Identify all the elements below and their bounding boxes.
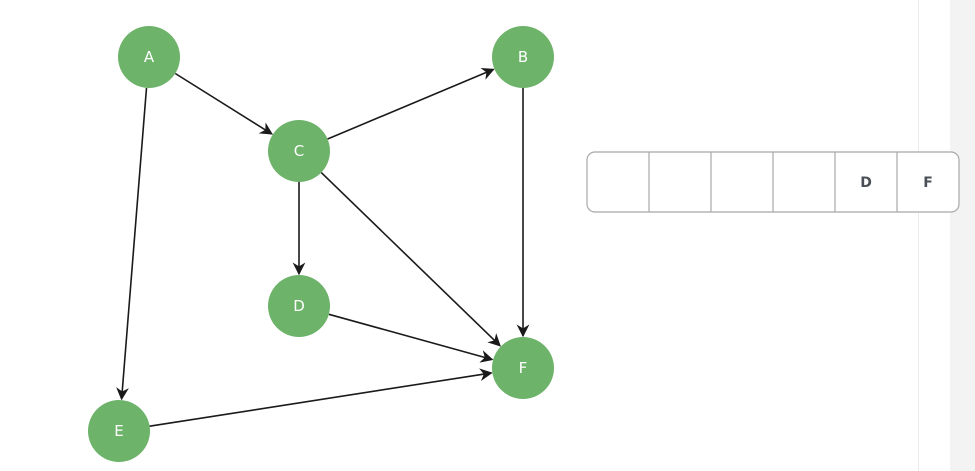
- edge-c-b: [327, 67, 495, 140]
- node-label-c: C: [294, 142, 304, 160]
- edge-e-f: [149, 368, 493, 427]
- node-f[interactable]: F: [492, 337, 554, 399]
- edge-d-f: [328, 313, 494, 363]
- scrollbar-track[interactable]: [950, 0, 975, 471]
- node-label-d: D: [293, 297, 305, 315]
- node-e[interactable]: E: [88, 400, 150, 462]
- stack-cell-6: F: [923, 175, 933, 191]
- node-label-e: E: [114, 422, 123, 440]
- edge-c-f: [320, 172, 501, 347]
- node-c[interactable]: C: [268, 120, 330, 182]
- stack-cell-5: D: [860, 175, 872, 191]
- side-panel-divider: [918, 0, 951, 471]
- edge-a-c: [174, 72, 273, 135]
- node-a[interactable]: A: [118, 26, 180, 88]
- node-label-a: A: [144, 48, 155, 66]
- edge-a-e: [116, 87, 148, 401]
- node-label-f: F: [519, 359, 528, 377]
- node-label-b: B: [518, 48, 528, 66]
- node-b[interactable]: B: [492, 26, 554, 88]
- node-d[interactable]: D: [268, 275, 330, 337]
- edges-group: [116, 67, 530, 427]
- stack-array: D F: [586, 151, 960, 213]
